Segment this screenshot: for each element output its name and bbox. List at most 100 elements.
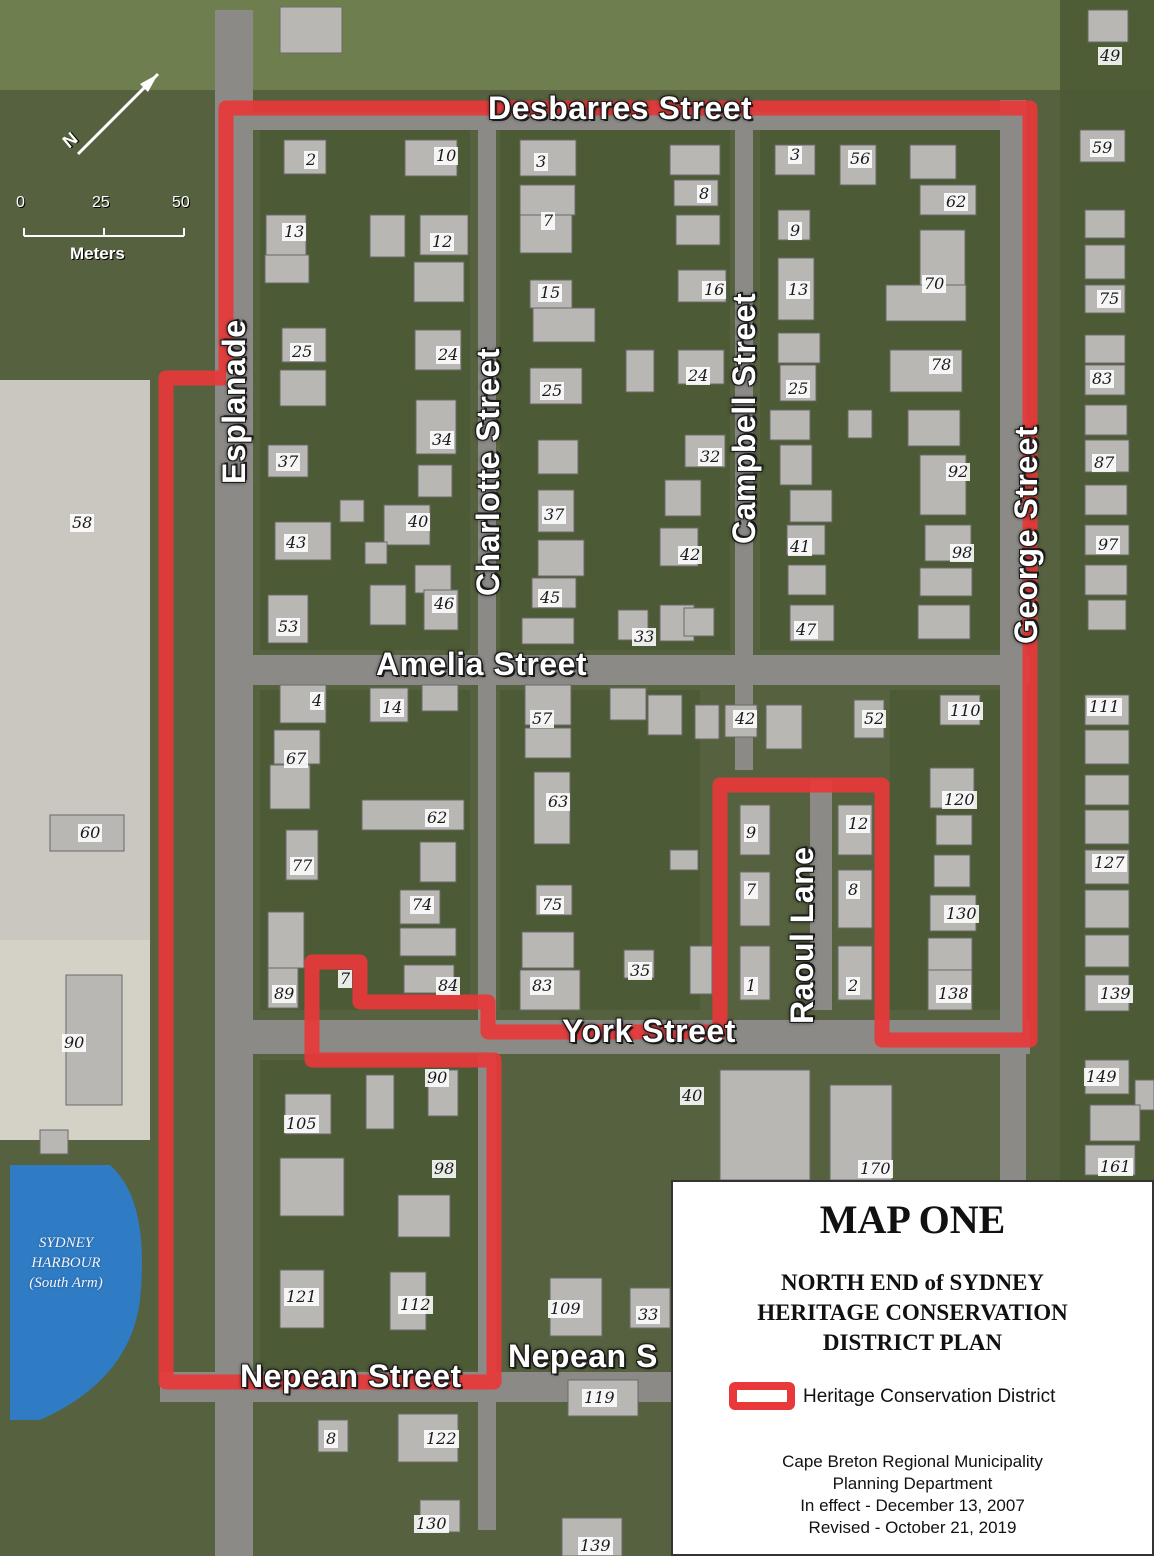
lot-number: 45	[538, 588, 563, 607]
lot-number: 130	[414, 1514, 449, 1533]
street-nepean-right: Nepean S	[508, 1338, 658, 1374]
lot-number: 8	[324, 1429, 339, 1448]
map-title: MAP ONE	[819, 1197, 1006, 1242]
harbour-label: SYDNEY HARBOUR (South Arm)	[10, 1233, 122, 1293]
lot-number: 112	[398, 1295, 433, 1314]
lot-number: 25	[290, 342, 315, 361]
lot-number: 33	[632, 627, 657, 646]
heritage-district-swatch	[729, 1382, 795, 1410]
lot-number: 130	[944, 904, 979, 923]
lot-number: 89	[272, 984, 297, 1003]
map-subtitle-line-1: NORTH END of SYDNEY	[780, 1270, 1045, 1295]
lot-number: 15	[538, 283, 563, 302]
scale-tick-25: 25	[92, 194, 110, 211]
lot-number: 10	[434, 146, 459, 165]
lot-number: 120	[942, 790, 977, 809]
lot-number: 12	[846, 814, 871, 833]
lot-number: 77	[290, 856, 315, 875]
lot-number: 49	[1098, 46, 1123, 65]
lot-number: 14	[380, 698, 405, 717]
street-charlotte: Charlotte Street	[470, 347, 506, 596]
lot-number: 37	[542, 505, 567, 524]
lot-number: 98	[950, 543, 975, 562]
lot-number: 139	[578, 1536, 613, 1555]
lot-number: 16	[702, 280, 727, 299]
lot-number: 67	[284, 749, 309, 768]
scale-bar: 0 25 50 Meters	[16, 190, 196, 270]
lot-number: 170	[858, 1159, 893, 1178]
scale-unit: Meters	[70, 244, 125, 263]
lot-number: 24	[436, 345, 461, 364]
lot-number: 63	[546, 792, 571, 811]
lot-number: 41	[788, 537, 813, 556]
footer-in-effect: In effect - December 13, 2007	[800, 1496, 1025, 1515]
street-nepean: Nepean Street	[240, 1358, 462, 1394]
lot-number: 7	[744, 880, 759, 899]
lot-number: 42	[733, 709, 758, 728]
map-subtitle-line-3: DISTRICT PLAN	[822, 1330, 1003, 1355]
lot-number: 98	[432, 1159, 457, 1178]
lot-number: 7	[338, 969, 353, 988]
street-george: George Street	[1008, 425, 1044, 644]
map-legend: MAP ONE NORTH END of SYDNEY HERITAGE CON…	[671, 1180, 1154, 1556]
lot-number: 57	[530, 709, 555, 728]
scale-tick-50: 50	[172, 194, 190, 211]
lot-number: 2	[304, 150, 319, 169]
lot-number: 25	[786, 379, 811, 398]
lot-number: 90	[62, 1033, 87, 1052]
lot-number: 60	[78, 823, 103, 842]
lot-number: 90	[425, 1068, 450, 1087]
lot-number: 105	[284, 1114, 319, 1133]
lot-number: 56	[848, 149, 873, 168]
lot-number: 84	[436, 976, 461, 995]
lot-number: 119	[582, 1388, 617, 1407]
lot-number: 9	[788, 221, 803, 240]
lot-number: 9	[744, 823, 759, 842]
street-amelia: Amelia Street	[376, 646, 588, 682]
lot-number: 8	[846, 880, 861, 899]
lot-number: 109	[548, 1299, 583, 1318]
footer-organization: Cape Breton Regional Municipality	[782, 1452, 1043, 1471]
lot-number: 75	[540, 895, 565, 914]
lot-number: 32	[698, 447, 723, 466]
lot-number: 97	[1096, 535, 1121, 554]
scale-tick-0: 0	[16, 194, 25, 211]
lot-number: 13	[786, 280, 811, 299]
lot-number: 40	[406, 512, 431, 531]
lot-number: 25	[540, 381, 565, 400]
lot-number: 4	[310, 691, 325, 710]
lot-number: 62	[944, 192, 969, 211]
lot-number: 3	[534, 152, 549, 171]
lot-number: 33	[636, 1305, 661, 1324]
lot-number: 2	[846, 976, 861, 995]
lot-number: 127	[1092, 853, 1127, 872]
north-arrow-icon	[76, 72, 160, 156]
lot-number: 12	[430, 232, 455, 251]
harbour-water	[10, 1165, 142, 1420]
lot-number: 52	[862, 709, 887, 728]
lot-number: 122	[424, 1429, 459, 1448]
lot-number: 62	[425, 808, 450, 827]
lot-number: 92	[946, 462, 971, 481]
lot-number: 139	[1098, 984, 1133, 1003]
lot-number: 40	[680, 1086, 705, 1105]
footer-revised: Revised - October 21, 2019	[808, 1518, 1017, 1537]
lot-number: 43	[284, 533, 309, 552]
lot-number: 138	[936, 984, 971, 1003]
harbour-label-line-3: (South Arm)	[29, 1275, 103, 1291]
lot-number: 70	[922, 274, 947, 293]
lot-number: 34	[430, 430, 455, 449]
lot-number: 74	[410, 895, 435, 914]
lot-number: 149	[1084, 1067, 1119, 1086]
harbour-label-line-1: SYDNEY	[38, 1235, 94, 1251]
lot-number: 111	[1087, 697, 1122, 716]
heritage-district-boundary	[158, 100, 1038, 1390]
lot-number: 42	[678, 545, 703, 564]
lot-number: 1	[744, 976, 759, 995]
harbour-label-line-2: HARBOUR	[31, 1255, 101, 1271]
legend-label: Heritage Conservation District	[803, 1386, 1056, 1407]
lot-number: 37	[276, 452, 301, 471]
map-subtitle-line-2: HERITAGE CONSERVATION	[757, 1300, 1068, 1325]
